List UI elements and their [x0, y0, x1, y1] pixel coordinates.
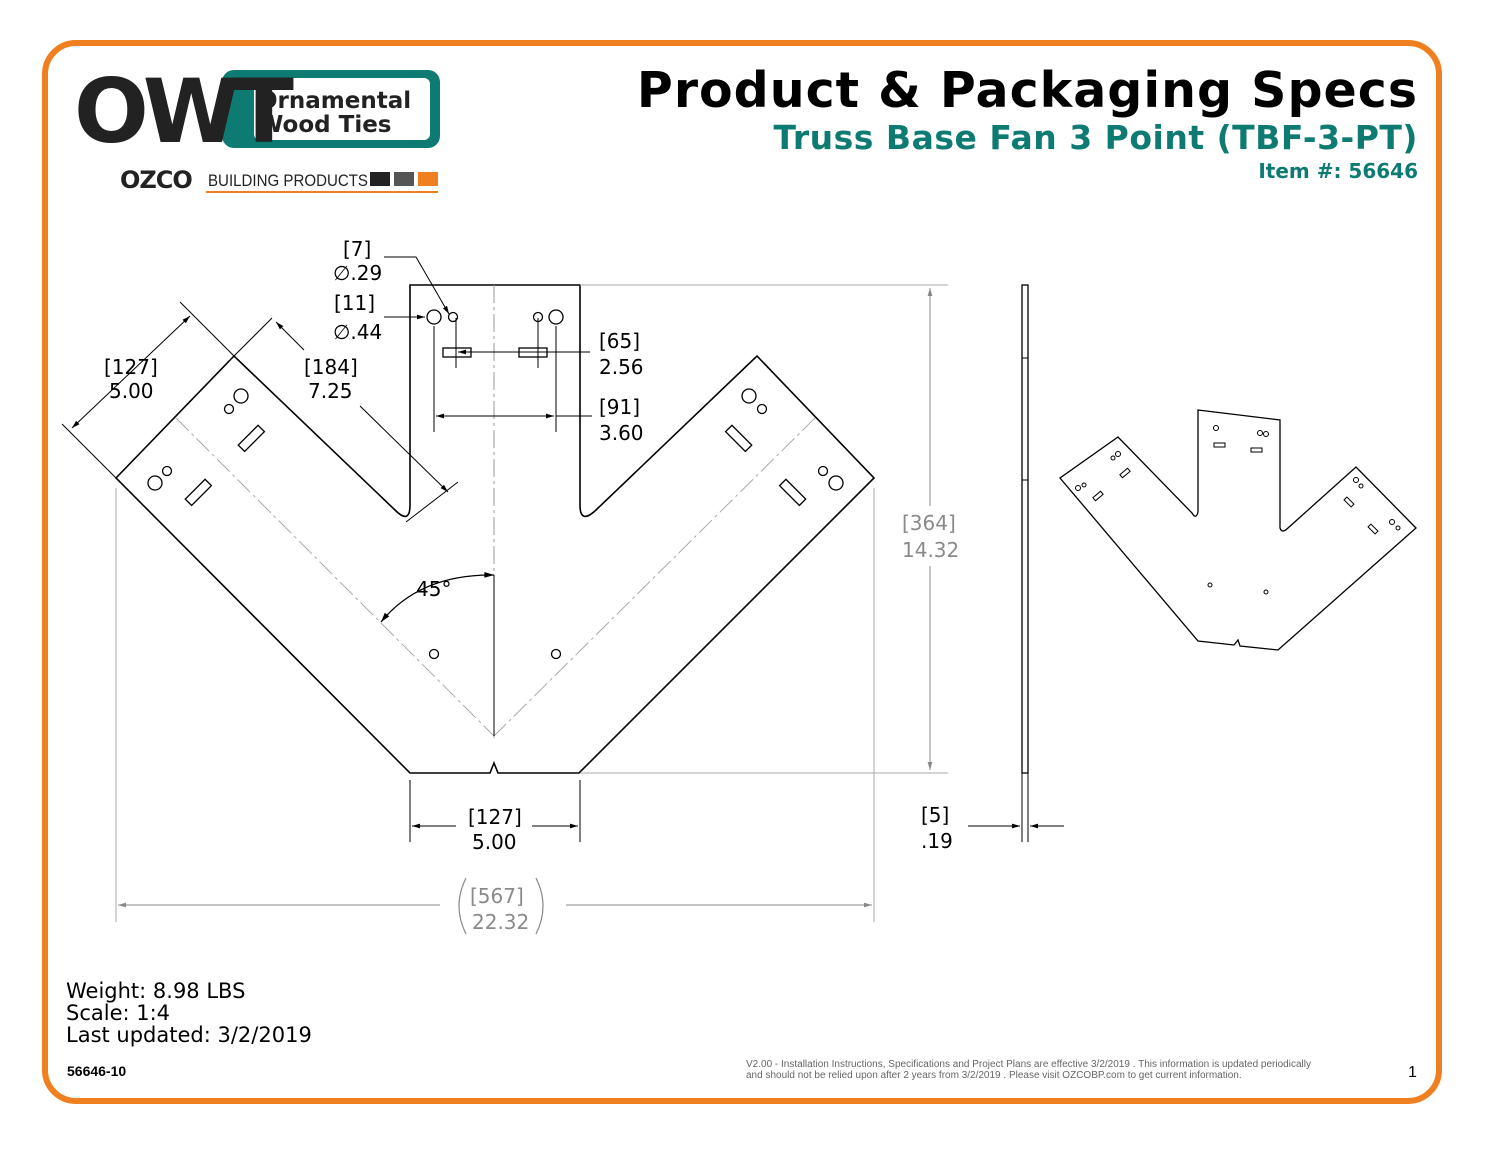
extension-line: [405, 481, 459, 523]
side-view: [1021, 284, 1029, 774]
page-border: [42, 40, 1442, 1104]
hole-spacing-in: 3.60: [599, 421, 644, 445]
right-arm-center-line: [493, 417, 816, 737]
disclaimer: V2.00 - Installation Instructions, Speci…: [746, 1059, 1406, 1081]
slot: [724, 424, 753, 453]
hole-spacing-mm: [91]: [599, 395, 640, 419]
hole-large-in: ∅.44: [333, 320, 382, 344]
slot-spacing-in: 2.56: [599, 355, 644, 379]
hole-small: [161, 465, 173, 477]
item-number: Item #: 56646: [1258, 159, 1418, 183]
logo-parent-brand: OZCO: [120, 166, 192, 194]
extension-line: [179, 301, 235, 357]
logo-white-panel: [254, 78, 430, 140]
leader-small-hole: [384, 256, 450, 315]
disclaimer-line2: and should not be relied upon after 2 ye…: [746, 1070, 1242, 1081]
hole-small: [447, 311, 459, 323]
slot: [237, 424, 266, 453]
reference-paren-right: [535, 877, 544, 935]
logo-mark: OWT: [74, 64, 294, 163]
hole-large: [426, 309, 442, 325]
arm-width-in: 5.00: [109, 379, 154, 403]
hole-large: [741, 388, 757, 404]
product-name: Truss Base Fan 3 Point (TBF-3-PT): [773, 118, 1418, 157]
height-mm: [364]: [902, 511, 956, 535]
page-number: 1: [1408, 1064, 1417, 1081]
last-updated: Last updated: 3/2/2019: [66, 1023, 312, 1047]
logo-color-block-1: [370, 172, 390, 186]
arm-width-mm: [127]: [104, 355, 158, 379]
logo-color-block-2: [394, 172, 414, 186]
hole-large: [233, 388, 249, 404]
arm-length-mm: [184]: [304, 355, 358, 379]
page-title: Product & Packaging Specs: [636, 62, 1418, 119]
hole-large: [828, 475, 844, 491]
hole-small: [550, 648, 562, 660]
hole-large-mm: [11]: [334, 291, 375, 315]
reference-paren-left: [458, 877, 467, 935]
logo-parent-tagline: BUILDING PRODUCTS: [208, 171, 368, 190]
plate-outline: [114, 284, 876, 774]
base-width-in: 5.00: [472, 830, 517, 854]
logo-color-block-3: [418, 172, 438, 186]
overall-width-in: 22.32: [472, 910, 529, 934]
hole-large: [147, 475, 163, 491]
hole-small: [428, 648, 440, 660]
hole-small: [756, 403, 768, 415]
document-id: 56646-10: [67, 1063, 127, 1079]
hole-small-in: ∅.29: [333, 261, 382, 285]
dim-line-arm-width: [71, 315, 191, 429]
thickness-mm: [5]: [921, 803, 949, 827]
logo-name-line2: Wood Ties: [258, 112, 392, 138]
height-in: 14.32: [902, 538, 959, 562]
slot: [184, 478, 213, 507]
weight: Weight: 8.98 LBS: [66, 979, 246, 1003]
product-specs: Weight: 8.98 LBS Scale: 1:4 Last updated…: [66, 980, 312, 1046]
hole-small: [817, 465, 829, 477]
dim-line-arm-length: [275, 321, 305, 351]
dim-line-arm-length: [359, 405, 449, 493]
base-width-mm: [127]: [468, 805, 522, 829]
owt-logo: OWT Ornamental Wood Ties OZCO BUILDING P…: [74, 64, 440, 194]
scale: Scale: 1:4: [66, 1001, 171, 1025]
slot-spacing-mm: [65]: [599, 329, 640, 353]
logo-name-line1: Ornamental: [258, 88, 411, 114]
thickness-in: .19: [921, 829, 953, 853]
overall-width-mm: [567]: [470, 884, 524, 908]
left-arm-center-line: [175, 417, 495, 737]
slot: [778, 478, 807, 507]
disclaimer-line1: V2.00 - Installation Instructions, Speci…: [746, 1059, 1311, 1070]
extension-line: [233, 317, 273, 357]
angle-arc: [380, 571, 495, 623]
hole-large: [548, 309, 564, 325]
hole-small-mm: [7]: [343, 237, 371, 261]
isometric-view: [1059, 409, 1417, 651]
extension-line: [61, 423, 117, 479]
angle-label: 45°: [416, 577, 451, 601]
arm-length-in: 7.25: [308, 379, 353, 403]
hole-small: [223, 403, 235, 415]
